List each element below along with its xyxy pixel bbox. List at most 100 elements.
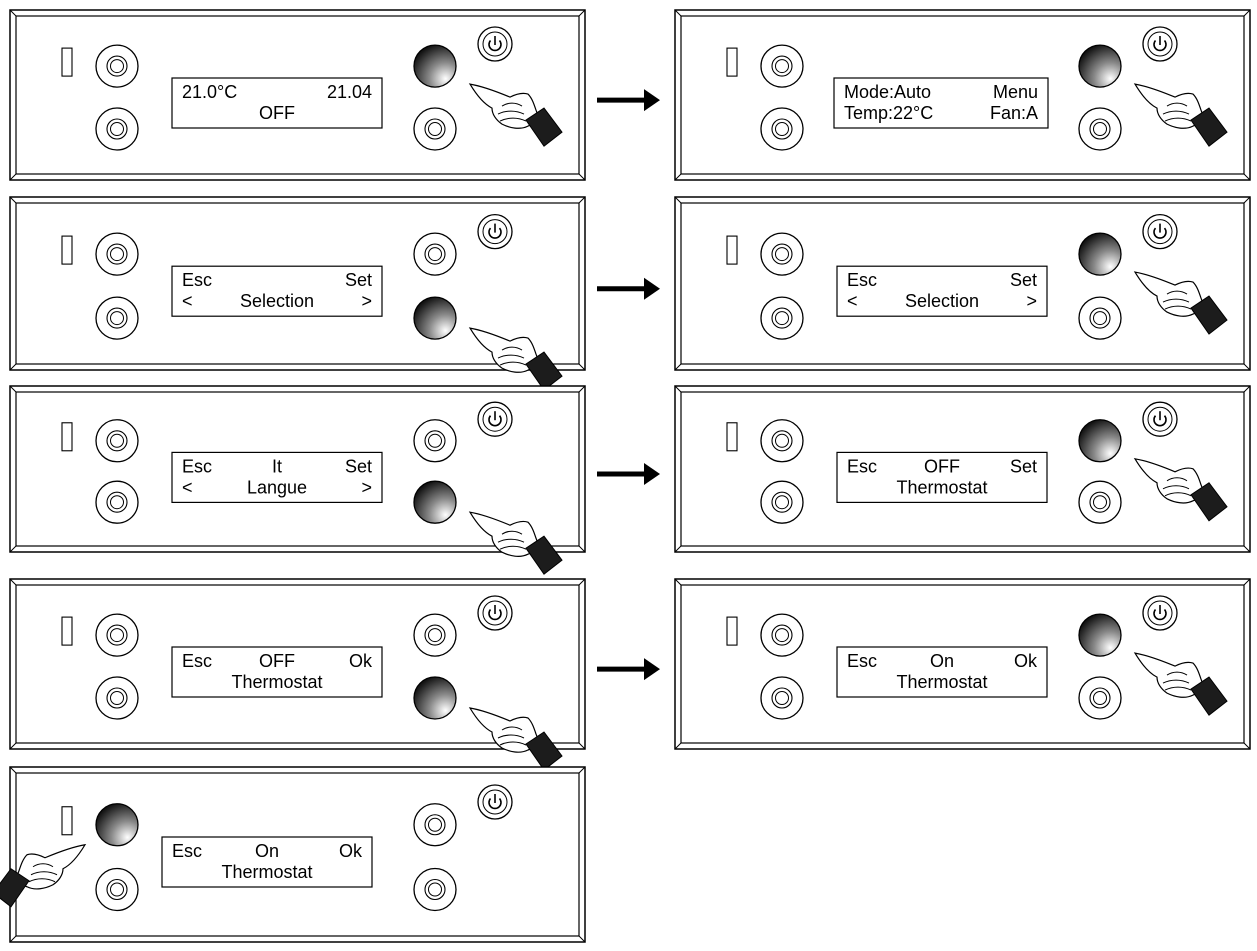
hand-finger-line: [1166, 671, 1188, 676]
pointing-hand-icon: [1133, 83, 1228, 147]
panel-bevel-corner: [9, 766, 17, 774]
top-left-button[interactable]: [760, 613, 804, 657]
top-left-button[interactable]: [95, 803, 139, 847]
hand-cuff: [525, 731, 563, 771]
top-right-button[interactable]: [1078, 232, 1122, 276]
panel-bevel-corner: [1243, 196, 1251, 204]
bottom-right-button[interactable]: [413, 676, 457, 720]
power-icon: [1153, 411, 1167, 427]
hand-finger-line: [1166, 290, 1188, 295]
power-button[interactable]: [1142, 213, 1178, 250]
power-button[interactable]: [1142, 401, 1178, 437]
top-left-button[interactable]: [95, 232, 139, 276]
hand-finger-line: [1166, 477, 1188, 482]
lcd-line1-right: 21.04: [327, 82, 372, 102]
bottom-right-button-pressed-fill: [413, 296, 457, 340]
top-left-button-inner: [110, 628, 124, 643]
power-button[interactable]: [477, 595, 513, 631]
lcd-line2-left: Temp:22°C: [844, 103, 933, 123]
top-right-button-pressed-fill: [1078, 613, 1122, 657]
top-left-button-inner: [775, 247, 789, 262]
arrow-head: [644, 462, 660, 485]
top-left-button-inner: [110, 247, 124, 262]
bottom-left-button-inner: [775, 122, 789, 136]
bottom-left-button[interactable]: [760, 480, 804, 524]
power-button[interactable]: [477, 784, 513, 820]
top-left-button[interactable]: [760, 232, 804, 276]
power-button[interactable]: [1142, 26, 1178, 62]
bottom-right-button[interactable]: [1078, 296, 1122, 340]
bottom-right-button[interactable]: [1078, 676, 1122, 720]
bottom-left-button[interactable]: [95, 107, 139, 151]
lcd-line2-center: Thermostat: [221, 862, 312, 882]
pointing-hand-icon: [468, 83, 563, 147]
lcd-line1-left: Mode:Auto: [844, 82, 931, 102]
bottom-right-button-pressed-fill: [413, 480, 457, 524]
panel-bevel-corner: [674, 578, 682, 586]
top-right-button[interactable]: [413, 44, 457, 88]
panel-bevel-corner: [1243, 578, 1251, 586]
right-arrow-icon: [597, 277, 660, 300]
lcd-line1-right: Ok: [339, 841, 363, 861]
lcd-line1-right: Ok: [349, 651, 373, 671]
bottom-right-button[interactable]: [1078, 480, 1122, 524]
panel-bevel-corner: [578, 935, 586, 943]
top-left-button[interactable]: [95, 613, 139, 657]
panel-bevel-corner: [578, 385, 586, 393]
lcd-line1-left: Esc: [182, 651, 212, 671]
bottom-right-button[interactable]: [413, 867, 457, 912]
top-left-button[interactable]: [95, 44, 139, 88]
top-right-button[interactable]: [413, 803, 457, 847]
top-left-button[interactable]: [760, 44, 804, 88]
lcd-line1-right: Ok: [1014, 651, 1038, 671]
lcd-frame: [171, 77, 383, 129]
panel-bevel-corner: [674, 545, 682, 553]
lcd-line2-center: Selection: [240, 291, 314, 311]
panel-bevel-corner: [578, 363, 586, 371]
power-button[interactable]: [477, 26, 513, 62]
bottom-left-button[interactable]: [95, 296, 139, 340]
power-button[interactable]: [1142, 595, 1178, 631]
bottom-left-button[interactable]: [760, 107, 804, 151]
panel-bevel-corner: [1243, 742, 1251, 750]
top-left-button[interactable]: [95, 419, 139, 463]
hand-finger-line: [1164, 117, 1192, 122]
lcd-line2-left: <: [182, 477, 193, 497]
bottom-right-button[interactable]: [413, 480, 457, 524]
panel-bevel-corner: [674, 385, 682, 393]
lcd-line2-center: Selection: [905, 291, 979, 311]
top-right-button[interactable]: [1078, 44, 1122, 88]
hand-finger-line: [499, 361, 527, 366]
bottom-left-button[interactable]: [760, 676, 804, 720]
bottom-right-button[interactable]: [413, 296, 457, 340]
bottom-right-button[interactable]: [413, 107, 457, 151]
bottom-left-button[interactable]: [95, 480, 139, 524]
bottom-left-button[interactable]: [95, 867, 139, 912]
top-right-button-pressed-fill: [413, 44, 457, 88]
lcd-frame: [161, 836, 373, 888]
bottom-left-button[interactable]: [760, 296, 804, 340]
power-button[interactable]: [477, 401, 513, 437]
lcd-line2-center: Thermostat: [231, 672, 322, 692]
bottom-right-button-inner: [428, 882, 442, 897]
power-button[interactable]: [477, 213, 513, 250]
top-right-button[interactable]: [1078, 613, 1122, 657]
lcd-line2-left: <: [847, 291, 858, 311]
bottom-right-button[interactable]: [1078, 107, 1122, 151]
lcd-line2-right: >: [361, 477, 372, 497]
top-left-button[interactable]: [760, 419, 804, 463]
top-right-button-inner: [428, 628, 442, 643]
top-right-button[interactable]: [413, 419, 457, 463]
top-right-button[interactable]: [1078, 419, 1122, 463]
bottom-right-button-inner: [1093, 311, 1107, 326]
top-right-button[interactable]: [413, 232, 457, 276]
bottom-left-button[interactable]: [95, 676, 139, 720]
top-right-button[interactable]: [413, 613, 457, 657]
panel-bevel-corner: [9, 935, 17, 943]
